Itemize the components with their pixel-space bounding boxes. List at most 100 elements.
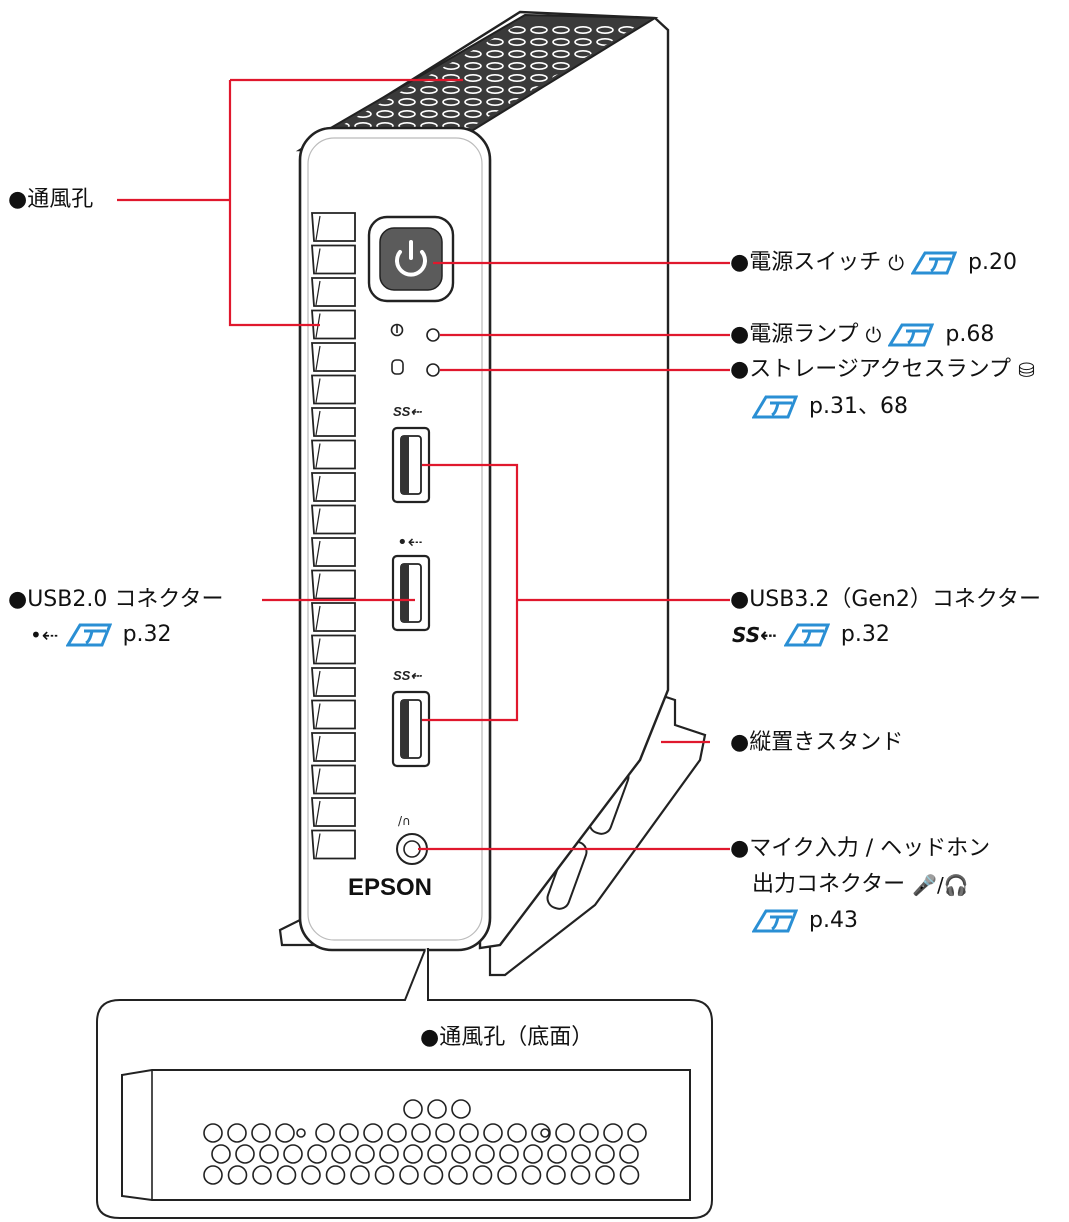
vent-hole — [627, 1123, 647, 1143]
vent-hole — [459, 1123, 479, 1143]
vent-hole — [571, 1144, 591, 1164]
vent-hole — [252, 1165, 272, 1185]
vent-slot-edge — [315, 248, 321, 273]
label-usb3-ref: SS⇠ p.32 — [732, 620, 890, 650]
vent-slot — [311, 569, 356, 600]
vent-slot-edge — [315, 378, 321, 403]
vent-slot — [311, 764, 356, 795]
reference-hand-icon — [888, 323, 935, 347]
vent-slot-edge — [315, 280, 321, 306]
page-ref[interactable]: p.32 — [840, 622, 890, 647]
vent-hole — [227, 1165, 248, 1185]
vent-hole — [211, 1144, 231, 1164]
vent-hole — [497, 1165, 517, 1185]
vent-hole — [227, 1123, 247, 1143]
page-ref[interactable]: p.68 — [945, 322, 995, 347]
vent-hole — [403, 1099, 423, 1119]
power-button[interactable] — [367, 215, 455, 303]
vent-hole — [540, 1128, 550, 1138]
label-bottom-vent: ●通風孔（底面） — [420, 1025, 594, 1050]
vent-hole — [427, 1144, 447, 1164]
vent-hole — [301, 1165, 321, 1185]
vent-hole — [619, 1165, 640, 1185]
vent-slot-edge — [315, 215, 321, 241]
vent-slot — [311, 667, 356, 697]
vent-slot-edge — [315, 540, 321, 566]
vent-slot — [311, 537, 356, 567]
vent-hole — [283, 1144, 303, 1164]
vent-slot-edge — [315, 475, 321, 501]
vent-hole — [595, 1165, 615, 1185]
vent-hole — [451, 1099, 471, 1119]
label-vent: ●通風孔 — [8, 187, 94, 212]
vent-slot — [311, 732, 356, 762]
vent-hole — [521, 1165, 542, 1185]
reference-hand-icon — [752, 909, 798, 933]
vent-slot-edge — [315, 833, 321, 858]
usb3-port-bottom[interactable]: SS⇠ — [391, 668, 431, 768]
vent-slot-edge — [315, 703, 321, 728]
vent-hole — [325, 1165, 346, 1185]
vent-slot — [311, 504, 356, 535]
vent-hole — [350, 1165, 370, 1185]
vent-hole — [475, 1144, 495, 1164]
vent-slot — [311, 309, 356, 340]
vent-slot-edge — [315, 605, 321, 631]
vent-slot — [311, 634, 356, 665]
page-ref[interactable]: p.43 — [809, 908, 858, 933]
vent-slot-edge — [315, 768, 321, 793]
vent-hole — [315, 1123, 335, 1143]
vent-hole — [435, 1123, 455, 1143]
vent-hole — [523, 1144, 543, 1164]
vent-slot-edge — [315, 735, 321, 761]
vent-hole — [411, 1123, 431, 1143]
storage-icon: ⛁ — [1018, 358, 1035, 382]
vent-hole — [203, 1165, 223, 1185]
vent-hole — [399, 1165, 419, 1185]
vent-slot-edge — [315, 410, 321, 436]
vent-hole — [507, 1123, 527, 1143]
page-ref[interactable]: p.20 — [968, 250, 1017, 275]
vent-hole — [427, 1099, 447, 1119]
vent-slot-edge — [315, 800, 321, 826]
vent-hole — [451, 1144, 471, 1164]
vent-hole — [355, 1144, 375, 1164]
label-storage-lamp: ●ストレージアクセスランプ ⛁ — [730, 355, 1035, 385]
bottom-vent-holes — [203, 1099, 647, 1185]
vent-hole — [276, 1165, 297, 1185]
vent-slot-edge — [315, 573, 321, 598]
vent-slot — [311, 797, 356, 827]
page-ref[interactable]: p.31、68 — [809, 394, 908, 419]
ss-usb-icon: SS⇠ — [732, 623, 777, 647]
vent-hole — [307, 1144, 327, 1164]
power-lamp-icon: ⏻ — [865, 323, 882, 347]
vent-hole — [379, 1144, 399, 1164]
page-ref[interactable]: p.32 — [122, 622, 172, 647]
vent-hole — [331, 1144, 351, 1164]
vent-hole — [403, 1144, 423, 1164]
vent-slot — [311, 602, 356, 632]
vent-hole — [579, 1123, 599, 1143]
audio-jack[interactable]: /∩ — [396, 814, 428, 865]
bottom-detail-callout — [96, 948, 713, 1219]
vent-hole — [275, 1123, 295, 1143]
vent-slot — [311, 439, 356, 470]
vent-slot — [311, 407, 356, 437]
label-audio-line1: ●マイク入力 / ヘッドホン — [730, 836, 991, 861]
vent-hole — [483, 1123, 503, 1143]
front-vent-slots — [311, 212, 356, 860]
vent-hole — [619, 1144, 639, 1164]
vent-hole — [423, 1165, 444, 1185]
mic-headphone-icon: 🎤/🎧 — [912, 873, 969, 897]
reference-hand-icon — [783, 623, 830, 647]
vent-slot — [311, 699, 356, 730]
label-stand: ●縦置きスタンド — [730, 730, 904, 755]
vent-hole — [203, 1123, 223, 1143]
vent-hole — [546, 1165, 566, 1185]
vent-slot-edge — [315, 443, 321, 468]
label-usb2-ref: •⇠ p.32 — [30, 620, 172, 650]
label-storage-lamp-ref: p.31、68 — [752, 392, 908, 422]
label-power-switch: ●電源スイッチ ⏻ p.20 — [730, 248, 1017, 278]
usb2-port[interactable]: •⇠ — [391, 532, 431, 632]
